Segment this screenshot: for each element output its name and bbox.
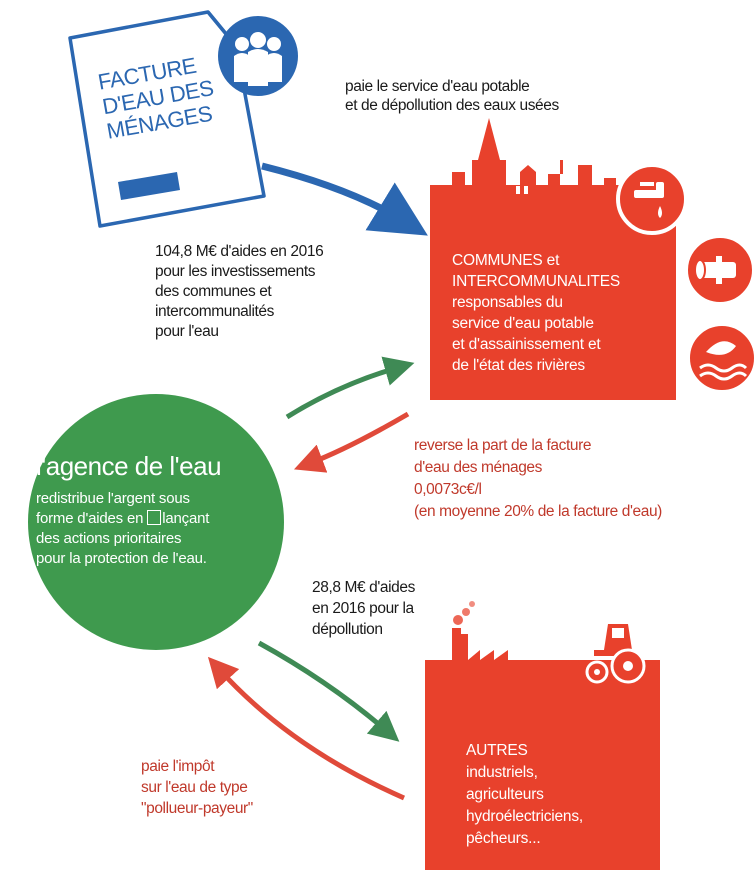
bill-to-communes-arrow (261, 162, 428, 236)
others-body-line: industriels, (466, 764, 538, 781)
others-title: AUTRES (466, 742, 528, 759)
aid-to-communes-arrow (285, 356, 415, 420)
communes-town (430, 118, 676, 400)
note-line: (en moyenne 20% de la facture d'eau) (414, 503, 662, 520)
agency-line: redistribue l'argent sous (36, 490, 190, 507)
agency-line: pour la protection de l'eau. (36, 550, 207, 567)
note-line: pour les investissements (155, 263, 316, 280)
others-text: AUTRES industriels, agriculteurs hydroél… (466, 740, 583, 850)
agency-line: des actions prioritaires (36, 530, 182, 547)
agency-line: forme d'aides en lançant (36, 509, 209, 529)
note-line: d'eau des ménages (414, 459, 543, 476)
aid-depollution-note: 28,8 M€ d'aides en 2016 pour la dépollut… (312, 577, 415, 640)
agency-description: redistribue l'argent sous forme d'aides … (36, 489, 209, 569)
note-line: 28,8 M€ d'aides (312, 579, 415, 596)
communes-body-line: service d'eau potable (452, 315, 594, 332)
reverse-share-note: reverse la part de la facture d'eau des … (414, 435, 662, 523)
agency-circle (28, 394, 284, 650)
communes-title-line: INTERCOMMUNALITES (452, 273, 620, 290)
note-line: et de dépollution des eaux usées (345, 97, 559, 114)
note-line: "pollueur-payeur" (141, 800, 253, 817)
note-line: paie l'impôt (141, 758, 215, 775)
note-line: 0,0073c€/l (414, 481, 482, 498)
note-line: sur l'eau de type (141, 779, 248, 796)
note-line: des communes et (155, 283, 272, 300)
note-line: 104,8 M€ d'aides en 2016 (155, 243, 324, 260)
note-line: paie le service d'eau potable (345, 78, 530, 95)
communes-title-line: COMMUNES et (452, 252, 560, 269)
agency-line-part: forme d'aides en (36, 510, 144, 527)
pipe-icon (684, 234, 755, 306)
communes-body-line: et d'assainissement et (452, 336, 601, 353)
note-line: pour l'eau (155, 323, 219, 340)
others-body-line: agriculteurs (466, 786, 544, 803)
note-line: reverse la part de la facture (414, 437, 592, 454)
agency-title: l'agence de l'eau (36, 451, 222, 481)
communes-text: COMMUNES et INTERCOMMUNALITES responsabl… (452, 250, 620, 376)
aid-communes-note: 104,8 M€ d'aides en 2016 pour les invest… (155, 242, 324, 342)
factory-icon (452, 601, 475, 662)
note-line: dépollution (312, 621, 383, 638)
polluter-tax-note: paie l'impôt sur l'eau de type "pollueur… (141, 756, 253, 819)
tax-to-agency-arrow (207, 656, 406, 801)
barcode-bar (118, 172, 180, 200)
aid-to-others-arrow (257, 640, 400, 742)
household-pays-note: paie le service d'eau potable et de dépo… (345, 77, 559, 115)
others-body-line: pêcheurs... (466, 830, 541, 847)
communes-body-line: de l'état des rivières (452, 357, 585, 374)
note-line: intercommunalités (155, 303, 274, 320)
communes-body-line: responsables du (452, 294, 563, 311)
tractor-icon (585, 624, 646, 684)
tap-icon (616, 163, 688, 235)
share-to-agency-arrow (293, 411, 410, 473)
household-bill-document (68, 10, 266, 228)
agency-line-part: lançant (162, 510, 210, 527)
river-leaf-icon (686, 322, 755, 394)
box-glyph-icon (147, 510, 162, 525)
note-line: en 2016 pour la (312, 600, 414, 617)
others-body-line: hydroélectriciens, (466, 808, 584, 825)
people-icon (218, 16, 298, 96)
